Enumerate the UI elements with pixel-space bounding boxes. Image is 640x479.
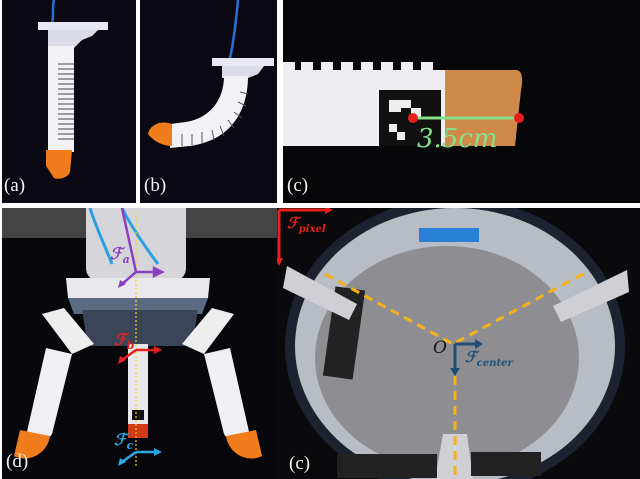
origin-label: O [433, 338, 447, 358]
fisheye-illustration [277, 208, 629, 479]
frame-c-label: ℱc [114, 430, 134, 453]
fingertip-measurement-illustration [283, 62, 524, 146]
panel-c-fisheye-view: ℱpixel O ℱcenter (c) [277, 208, 640, 479]
frame-pixel-label: ℱpixel [287, 214, 326, 235]
panel-label-b: (b) [144, 175, 167, 196]
frame-b-label: ℱb [114, 330, 135, 353]
panel-b-bent-finger: (b) [140, 0, 277, 203]
panel-label-c-bottom: (c) [289, 453, 311, 474]
frame-a-axes [120, 208, 165, 279]
gripper-illustration [2, 208, 277, 468]
dashed-finger-axes [324, 272, 584, 479]
panel-label-d: (d) [6, 451, 29, 472]
measurement-label: 3.5cm [417, 124, 498, 154]
bent-finger-illustration [148, 0, 274, 148]
panel-d-gripper: ℱa ℱb ℱc (d) [2, 208, 277, 479]
panel-c-fingertip-closeup: 3.5cm (c) [283, 0, 640, 203]
measure-start-dot [408, 113, 418, 123]
panel-label-a: (a) [4, 175, 26, 196]
straight-finger-illustration [38, 0, 108, 179]
frame-a-label: ℱa [110, 244, 130, 267]
measure-end-dot [514, 113, 524, 123]
panel-label-c-top: (c) [287, 175, 309, 196]
panel-a-straight-finger: (a) [2, 0, 136, 203]
frame-center-label: ℱcenter [465, 348, 513, 369]
